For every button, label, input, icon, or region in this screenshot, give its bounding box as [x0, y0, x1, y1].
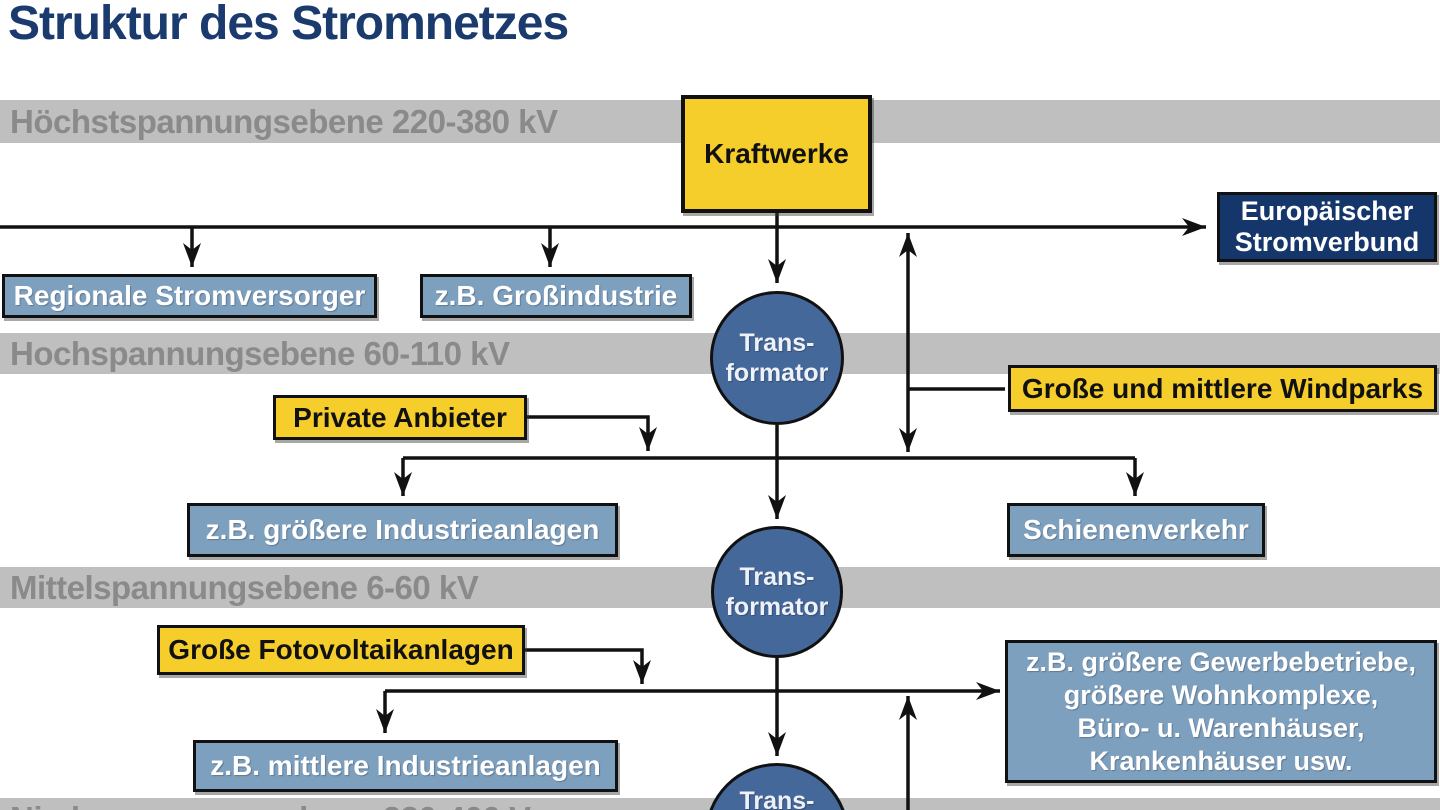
node-transformator-2: Trans- formator — [711, 526, 843, 658]
node-windparks: Große und mittlere Windparks — [1008, 365, 1437, 412]
node-grossindustrie: z.B. Großindustrie — [420, 274, 692, 318]
band-hoechstspannungsebene-label: Höchstspannungsebene 220-380 kV — [10, 102, 558, 140]
node-groessere-industrieanlagen: z.B. größere Industrieanlagen — [187, 503, 618, 557]
node-gewerbe-line4: Krankenhäuser usw. — [1089, 745, 1353, 776]
node-kraftwerke: Kraftwerke — [681, 95, 872, 213]
node-regionale-stromversorger: Regionale Stromversorger — [2, 274, 377, 318]
node-gewerbe-line3: Büro- u. Warenhäuser, — [1077, 712, 1365, 743]
node-transformator-3: Trans- formator — [705, 763, 849, 810]
node-europaeischer-stromverbund: Europäischer Stromverbund — [1217, 192, 1437, 262]
node-grossindustrie-label: z.B. Großindustrie — [434, 280, 678, 311]
node-mittlere-industrieanlagen: z.B. mittlere Industrieanlagen — [193, 740, 618, 792]
node-mittlere-industrieanlagen-label: z.B. mittlere Industrieanlagen — [210, 750, 601, 781]
node-stromverbund-line2: Stromverbund — [1234, 227, 1420, 257]
arrow-fotovoltaik-to-bus — [525, 648, 651, 684]
node-fotovoltaikanlagen-label: Große Fotovoltaikanlagen — [168, 634, 514, 665]
node-gewerbe-line1: z.B. größere Gewerbebetriebe, — [1025, 646, 1417, 677]
node-private-anbieter-label: Private Anbieter — [293, 401, 507, 433]
node-private-anbieter: Private Anbieter — [273, 395, 527, 440]
node-groessere-industrieanlagen-label: z.B. größere Industrieanlagen — [205, 514, 600, 545]
band-hochspannungsebene-label: Hochspannungsebene 60-110 kV — [10, 334, 510, 372]
node-windparks-label: Große und mittlere Windparks — [1021, 372, 1424, 404]
node-schienenverkehr: Schienenverkehr — [1007, 503, 1265, 557]
transformator3-line1: Trans- — [739, 787, 815, 810]
node-gewerbebetriebe: z.B. größere Gewerbebetriebe, größere Wo… — [1005, 640, 1437, 783]
transformator2-line2: formator — [725, 593, 829, 621]
band-mittelspannungsebene-label: Mittelspannungsebene 6-60 kV — [10, 568, 479, 606]
node-gewerbe-line2: größere Wohnkomplexe, — [1063, 679, 1379, 710]
arrow-private-anbieter-to-bus — [527, 415, 657, 451]
node-transformator-1: Trans- formator — [710, 291, 844, 425]
node-stromverbund-line1: Europäischer — [1240, 196, 1414, 226]
transformator1-line2: formator — [725, 359, 829, 387]
node-fotovoltaikanlagen: Große Fotovoltaikanlagen — [157, 625, 525, 675]
transformator1-line1: Trans- — [739, 329, 815, 357]
node-regionale-label: Regionale Stromversorger — [13, 280, 366, 311]
node-kraftwerke-label: Kraftwerke — [704, 138, 849, 169]
page-title: Struktur des Stromnetzes — [8, 0, 569, 50]
transformator2-line1: Trans- — [739, 563, 815, 591]
node-schienenverkehr-label: Schienenverkehr — [1023, 514, 1249, 545]
band-niederspannungsebene-label: Niederspannungsebene 230-400 V — [0, 800, 531, 810]
